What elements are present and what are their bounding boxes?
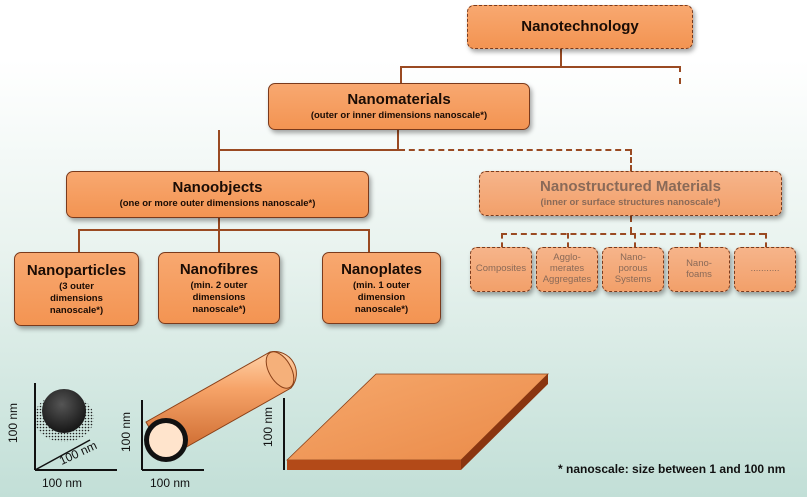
connector-dashed	[567, 233, 569, 248]
nanofoams-box: Nano- foams	[668, 247, 730, 292]
nanomaterials-box: Nanomaterials (outer or inner dimensions…	[268, 83, 530, 130]
nanostructured-box: Nanostructured Materials (inner or surfa…	[479, 171, 782, 216]
connector	[218, 130, 220, 172]
nanoparticles-line-3: nanoscale*)	[49, 304, 104, 316]
nanofibres-title: Nanofibres	[179, 260, 259, 278]
connector	[218, 218, 220, 253]
connector-dashed	[679, 66, 681, 84]
nanoplates-line-1: (min. 1 outer	[352, 279, 410, 291]
nanoporous-line-3: Systems	[614, 273, 652, 285]
composites-label: Composites	[475, 263, 527, 275]
composites-box: Composites	[470, 247, 532, 292]
nanofibres-line-3: nanoscale*)	[192, 303, 246, 315]
connector-dashed	[501, 233, 765, 235]
nanoobjects-subtitle: (one or more outer dimensions nanoscale*…	[119, 198, 316, 210]
nanoporous-line-1: Nano-	[620, 252, 646, 264]
nanotechnology-title: Nanotechnology	[521, 18, 639, 36]
agglomerates-line-2: merates	[549, 263, 585, 275]
nanoobjects-title: Nanoobjects	[172, 178, 263, 196]
more-label: ...........	[750, 263, 780, 275]
nanoparticle-illustration	[34, 383, 117, 471]
fibre-far-end	[265, 351, 295, 389]
connector-dashed	[501, 233, 503, 248]
connector-dashed	[630, 149, 632, 171]
nanostructured-title: Nanostructured Materials	[540, 177, 721, 195]
nanoobjects-box: Nanoobjects (one or more outer dimension…	[66, 171, 369, 218]
more-box: ...........	[734, 247, 796, 292]
nanostructured-subtitle: (inner or surface structures nanoscale*)	[540, 197, 721, 209]
agglomerates-line-1: Agglo-	[553, 252, 581, 264]
connector-dashed	[634, 233, 636, 248]
connector	[397, 130, 399, 151]
nanoparticles-box: Nanoparticles (3 outer dimensions nanosc…	[14, 252, 139, 326]
plate-side-edge	[461, 374, 548, 470]
nanoparticles-title: Nanoparticles	[26, 261, 127, 279]
connector	[560, 48, 562, 68]
nanofibres-line-1: (min. 2 outer	[190, 279, 248, 291]
nanofoams-line-1: Nano-	[686, 257, 712, 269]
connector-dashed	[399, 149, 631, 151]
plate-front-edge	[287, 460, 461, 470]
nanomaterials-title: Nanomaterials	[347, 90, 451, 108]
particle-z-axis	[34, 439, 91, 471]
connector	[400, 67, 402, 84]
plate-y-label: 100 nm	[261, 406, 276, 448]
nanotechnology-box: Nanotechnology	[467, 5, 693, 49]
nanoplates-title: Nanoplates	[341, 260, 422, 278]
agglomerates-box: Agglo- merates Aggregates	[536, 247, 598, 292]
fibre-y-label: 100 nm	[119, 411, 134, 453]
nanoplate-illustration	[283, 373, 549, 470]
particle-x-label: 100 nm	[42, 476, 83, 490]
illustrations	[34, 351, 549, 471]
connector	[400, 66, 680, 68]
agglomerates-line-3: Aggregates	[542, 273, 592, 285]
connector	[78, 229, 80, 253]
nanoplates-line-3: nanoscale*)	[354, 303, 409, 315]
connector-dashed	[630, 216, 632, 233]
nanofoams-line-2: foams	[686, 268, 712, 280]
nanoplates-box: Nanoplates (min. 1 outer dimension nanos…	[322, 252, 441, 324]
connector-dashed	[560, 66, 680, 68]
nanofibres-box: Nanofibres (min. 2 outer dimensions nano…	[158, 252, 280, 324]
nanofibre-illustration	[141, 351, 297, 471]
connector	[78, 229, 369, 231]
nanomaterials-subtitle: (outer or inner dimensions nanoscale*)	[310, 110, 488, 122]
nanoporous-box: Nano- porous Systems	[602, 247, 664, 292]
nanoplates-line-2: dimension	[357, 291, 406, 303]
nanoparticles-line-1: (3 outer	[59, 280, 94, 292]
nanoporous-line-2: porous	[618, 263, 648, 275]
connector-dashed	[699, 233, 701, 248]
connector	[368, 229, 370, 253]
nanoparticles-line-2: dimensions	[50, 292, 103, 304]
particle-sphere	[42, 389, 86, 433]
fibre-x-label: 100 nm	[150, 476, 191, 490]
connector-dashed	[765, 233, 767, 248]
footnote: * nanoscale: size between 1 and 100 nm	[558, 462, 786, 476]
fibre-hollow	[149, 423, 183, 457]
nanofibres-line-2: dimensions	[192, 291, 246, 303]
particle-y-label: 100 nm	[6, 402, 21, 444]
connector	[218, 149, 398, 151]
